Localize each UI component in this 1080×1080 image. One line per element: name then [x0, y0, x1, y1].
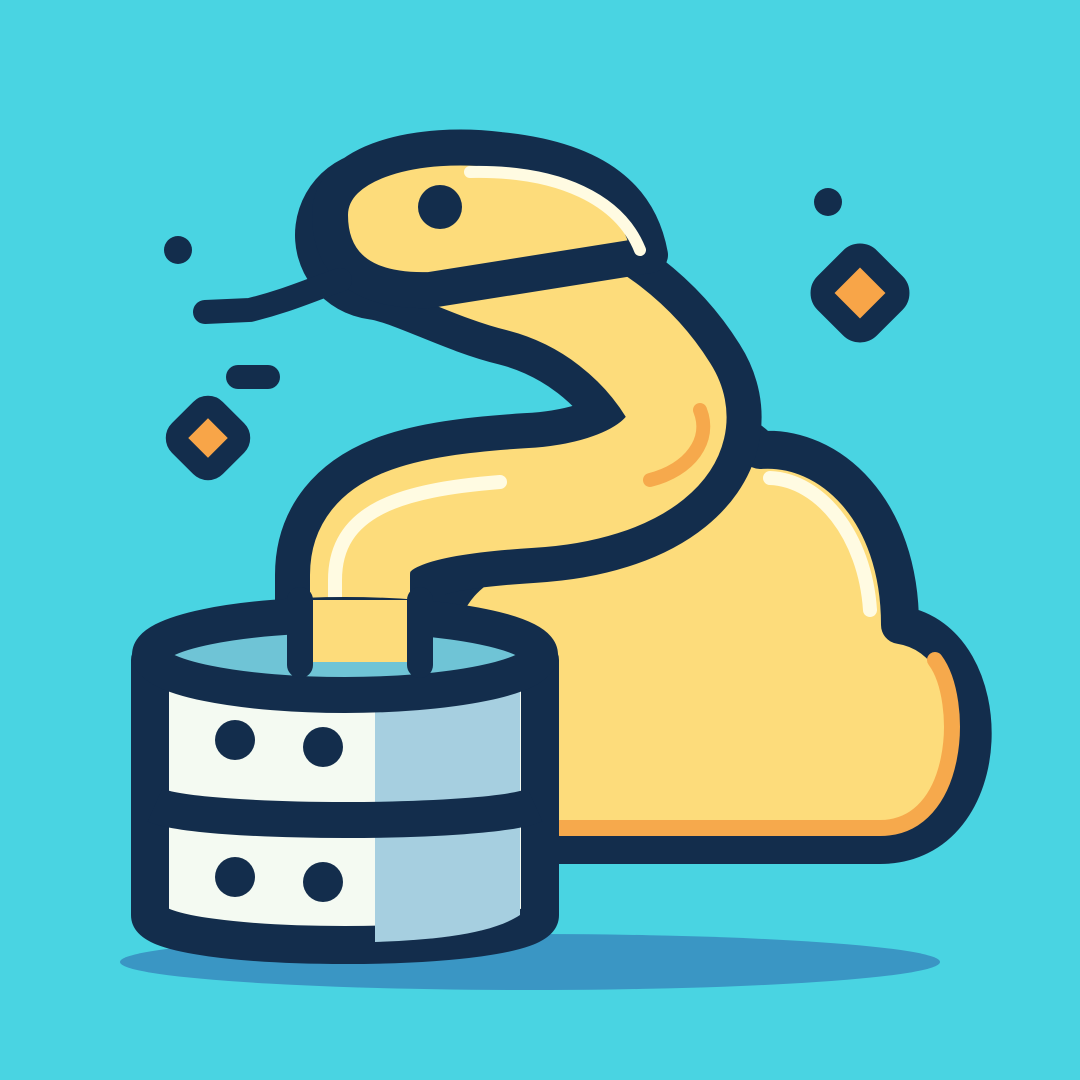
- snake-icon: [193, 129, 762, 735]
- sparkle-icon-left: [165, 395, 251, 481]
- dot-icon-left: [164, 236, 192, 264]
- database-light-2: [303, 727, 343, 767]
- database-light-3: [215, 857, 255, 897]
- database-icon: [131, 587, 559, 964]
- dot-icon-right: [814, 188, 842, 216]
- snake-eye: [418, 185, 462, 229]
- sparkle-icon-right: [810, 243, 910, 343]
- database-light-4: [303, 862, 343, 902]
- database-light-1: [215, 720, 255, 760]
- snake-tongue: [193, 268, 352, 324]
